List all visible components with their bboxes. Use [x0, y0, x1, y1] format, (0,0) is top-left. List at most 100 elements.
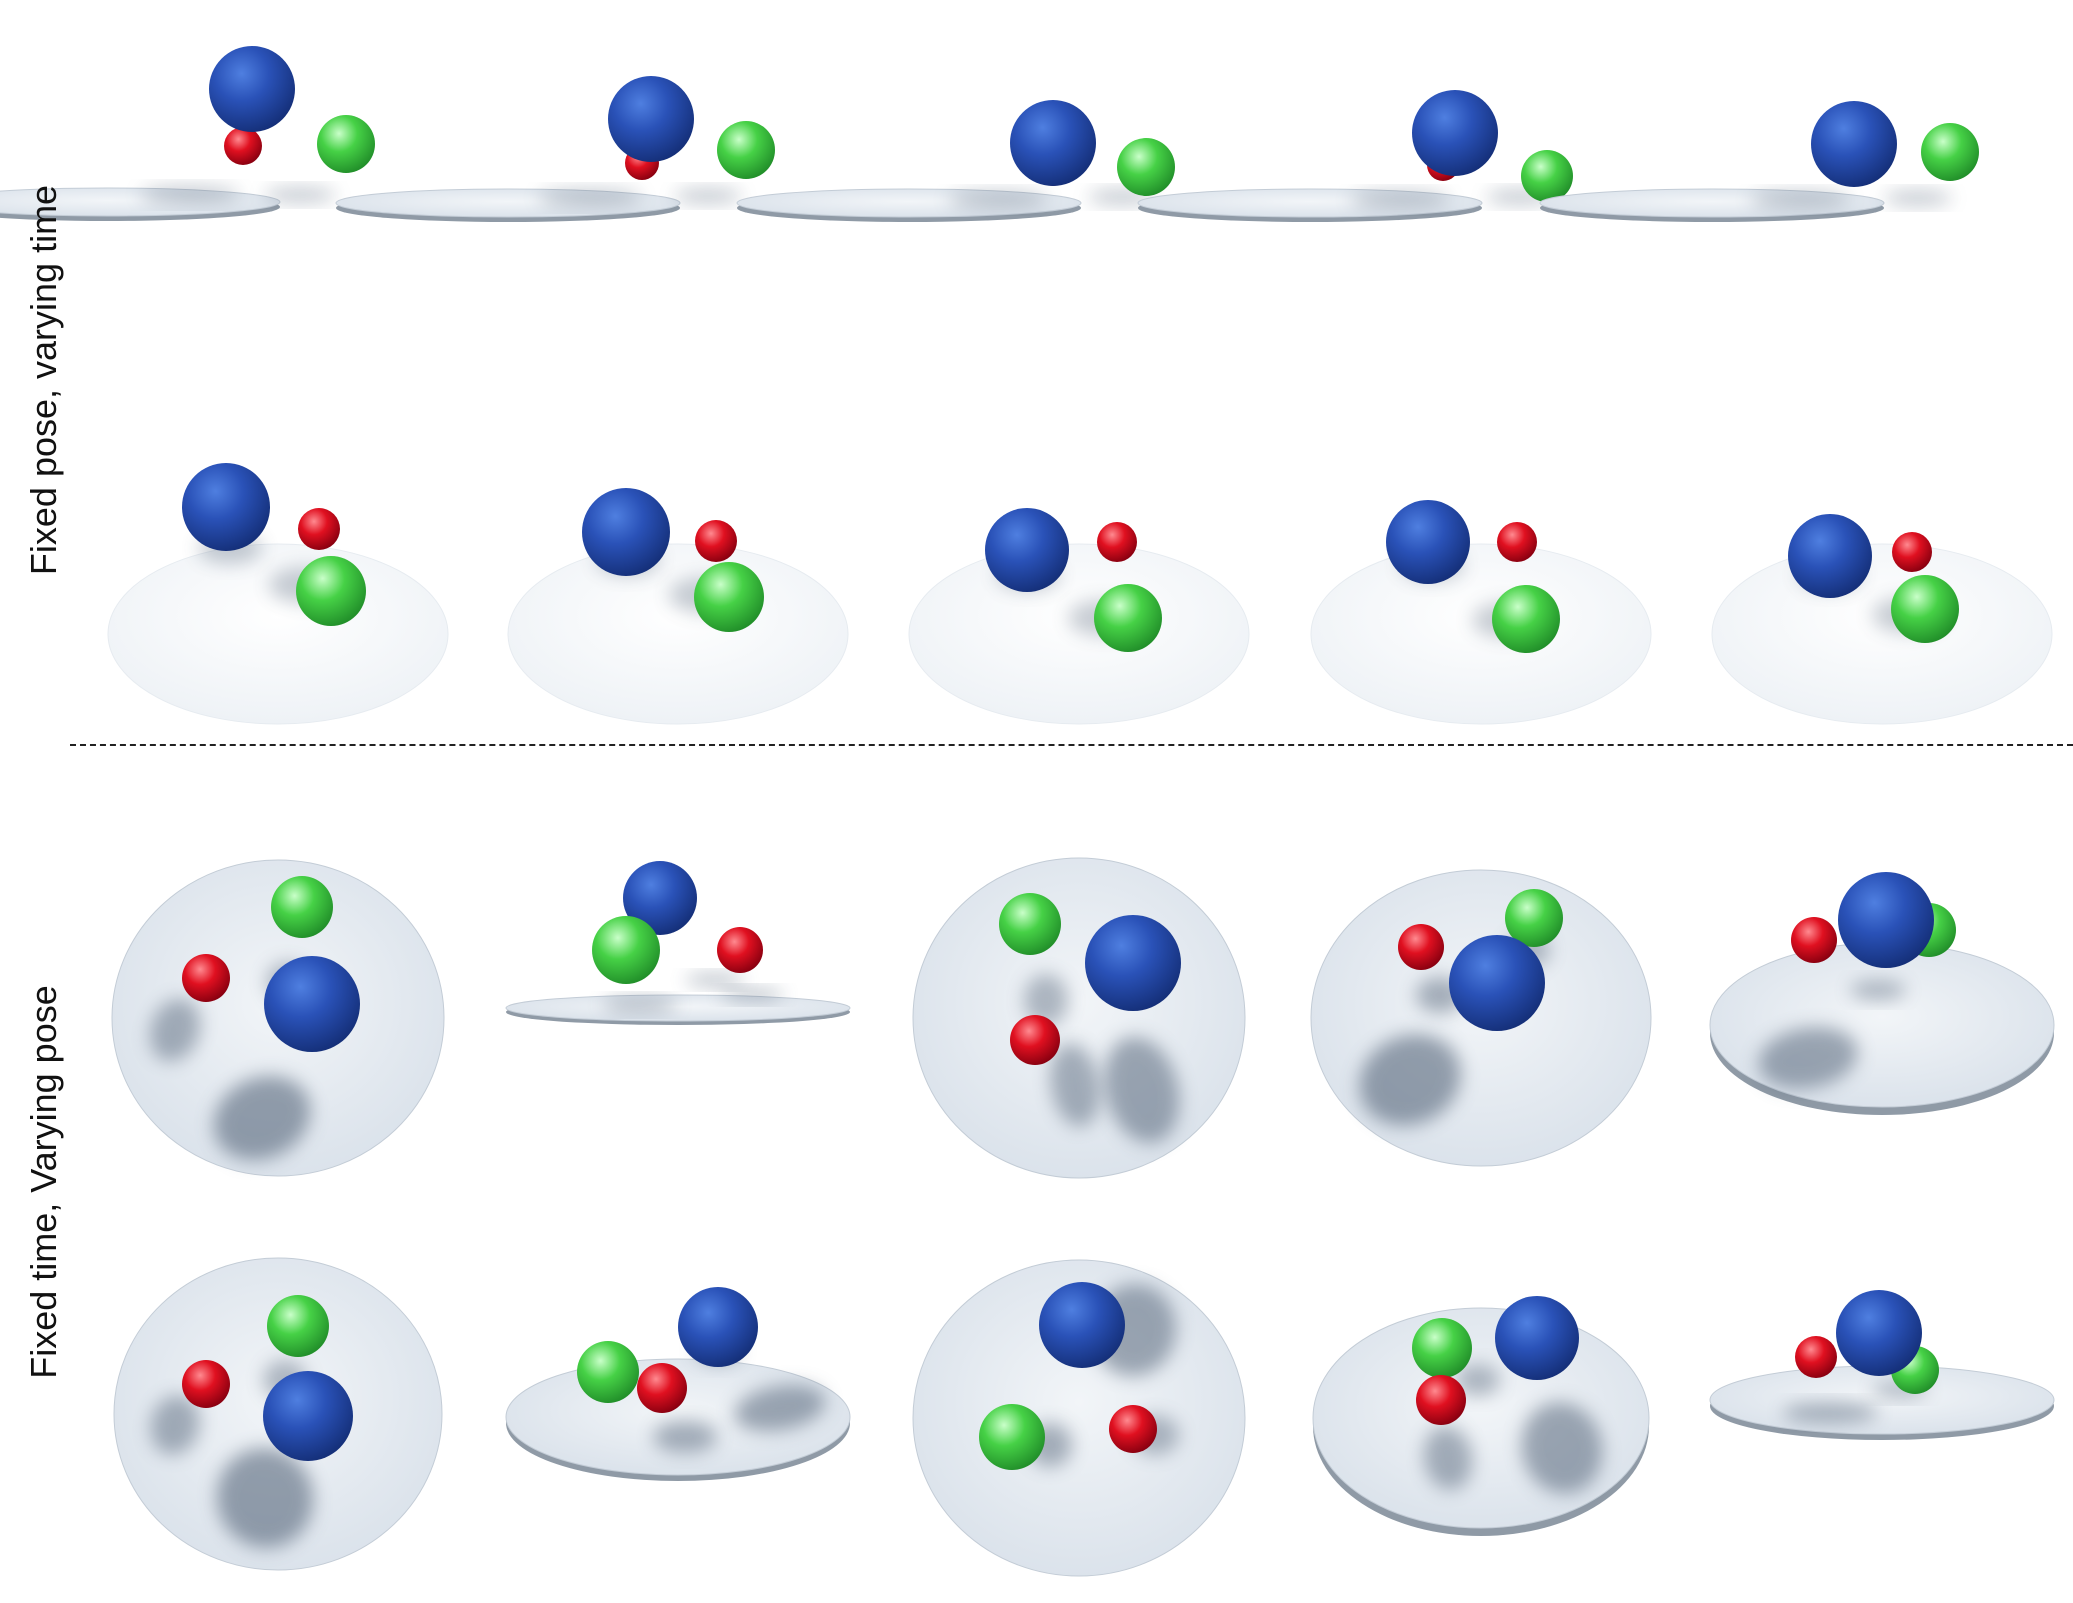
sphere-shadow	[1758, 1027, 1858, 1089]
panel-r2-c4	[1310, 500, 1652, 725]
floor-disk-icon	[1709, 1365, 2055, 1435]
row-label-fixed-time: Fixed time, Varying pose	[23, 985, 64, 1379]
panel-r4-c2	[505, 1287, 851, 1481]
panel-r4-c4	[1312, 1296, 1650, 1536]
green-sphere-icon	[999, 893, 1061, 955]
blue-sphere-icon	[209, 46, 295, 132]
red-sphere-icon	[717, 927, 763, 973]
panel-r1-c5	[1539, 101, 1979, 222]
floor-disk-icon	[908, 543, 1250, 725]
panel-r3-c1	[111, 859, 445, 1177]
red-sphere-icon	[1109, 1405, 1157, 1453]
section-divider	[70, 744, 2073, 746]
blue-sphere-icon	[1449, 935, 1545, 1031]
sphere-shadow	[213, 1076, 311, 1160]
blue-sphere-icon	[1386, 500, 1470, 584]
red-sphere-icon	[695, 520, 737, 562]
panel-r4-c3	[912, 1259, 1246, 1577]
sphere-shadow	[674, 189, 742, 203]
floor-disk-icon	[1310, 543, 1652, 725]
red-sphere-icon	[1497, 522, 1537, 562]
sphere-shadow	[150, 1395, 200, 1455]
red-sphere-icon	[224, 127, 262, 165]
floor-disk-icon	[507, 543, 849, 725]
red-sphere-icon	[1398, 924, 1444, 970]
panel-r2-c5	[1711, 514, 2053, 725]
red-sphere-icon	[637, 1363, 687, 1413]
blue-sphere-icon	[182, 463, 270, 551]
sphere-shadow	[1104, 1037, 1180, 1143]
sphere-shadow	[149, 998, 201, 1062]
green-sphere-icon	[577, 1341, 639, 1403]
blue-sphere-icon	[1811, 101, 1897, 187]
panel-r1-c4	[1137, 90, 1573, 222]
floor-disk-icon	[505, 994, 851, 1022]
blue-sphere-icon	[1412, 90, 1498, 176]
sphere-shadow	[1423, 1426, 1473, 1490]
panel-r2-c1	[107, 463, 449, 725]
green-sphere-icon	[694, 562, 764, 632]
panel-r1-c3	[736, 100, 1175, 222]
green-sphere-icon	[267, 1295, 329, 1357]
red-sphere-icon	[1010, 1015, 1060, 1065]
sphere-shadow	[1024, 974, 1068, 1026]
green-sphere-icon	[1521, 150, 1573, 202]
blue-sphere-icon	[1788, 514, 1872, 598]
floor-disk-icon	[912, 857, 1246, 1179]
blue-sphere-icon	[1085, 915, 1181, 1011]
green-sphere-icon	[317, 115, 375, 173]
green-sphere-icon	[296, 556, 366, 626]
sphere-shadow	[216, 1448, 314, 1548]
panel-r3-c5	[1709, 872, 2055, 1115]
sphere-shadow	[948, 192, 1048, 208]
sphere-shadow	[1850, 980, 1906, 1000]
blue-sphere-icon	[623, 861, 697, 935]
sphere-shadow	[685, 974, 745, 986]
blue-sphere-icon	[264, 956, 360, 1052]
sphere-shadow	[1359, 1034, 1461, 1126]
red-sphere-icon	[1892, 532, 1932, 572]
sphere-shadow	[1782, 1403, 1878, 1423]
sphere-shadow	[264, 188, 336, 202]
blue-sphere-icon	[678, 1287, 758, 1367]
sphere-shadow	[1456, 1364, 1500, 1396]
green-sphere-icon	[271, 876, 333, 938]
panel-r1-c1	[0, 46, 375, 221]
red-sphere-icon	[298, 508, 340, 550]
blue-sphere-icon	[1836, 1290, 1922, 1376]
sphere-shadow	[653, 1421, 717, 1453]
green-sphere-icon	[1117, 138, 1175, 196]
floor-disk-icon	[1711, 543, 2053, 725]
panel-r3-c3	[912, 857, 1246, 1179]
blue-sphere-icon	[1010, 100, 1096, 186]
sphere-shadow	[602, 998, 678, 1012]
blue-sphere-icon	[263, 1371, 353, 1461]
green-sphere-icon	[1094, 584, 1162, 652]
sphere-shadow	[1521, 1402, 1603, 1494]
panel-r4-c1	[113, 1257, 443, 1571]
panel-r1-c2	[335, 76, 775, 222]
blue-sphere-icon	[1838, 872, 1934, 968]
floor-disk-icon	[107, 543, 449, 725]
panel-r4-c5	[1709, 1290, 2055, 1440]
green-sphere-icon	[979, 1404, 1045, 1470]
sphere-shadow	[734, 1384, 826, 1432]
green-sphere-icon	[592, 916, 660, 984]
red-sphere-icon	[182, 1360, 230, 1408]
blue-sphere-icon	[985, 508, 1069, 592]
blue-sphere-icon	[1039, 1282, 1125, 1368]
sphere-shadow	[1050, 1043, 1100, 1127]
green-sphere-icon	[1492, 585, 1560, 653]
blue-sphere-icon	[1495, 1296, 1579, 1380]
sphere-shadow	[140, 187, 240, 203]
sphere-shadow	[538, 190, 642, 206]
floor-disk-icon	[1312, 1307, 1650, 1529]
green-sphere-icon	[1891, 575, 1959, 643]
sphere-shadow	[1884, 191, 1952, 205]
panel-r2-c3	[908, 508, 1250, 725]
panel-r3-c2	[505, 861, 851, 1025]
red-sphere-icon	[182, 954, 230, 1002]
red-sphere-icon	[1097, 522, 1137, 562]
